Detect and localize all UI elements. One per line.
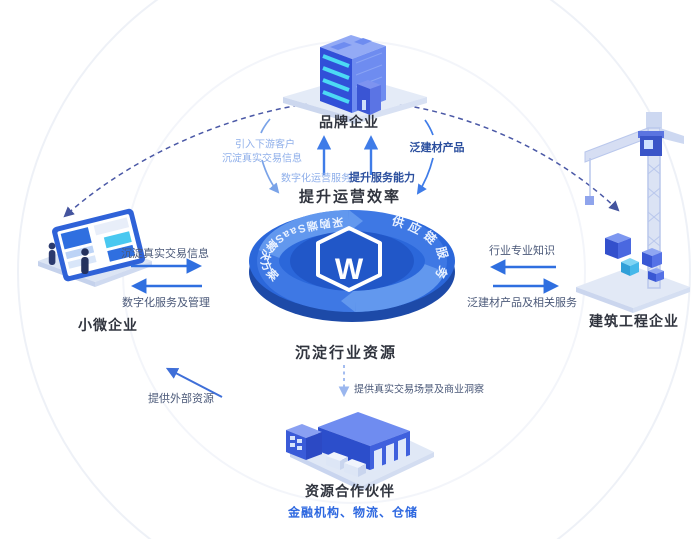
pan-materials-label: 泛建材产品 <box>409 142 465 154</box>
industry-resource-heading: 沉淀行业资源 <box>294 344 398 362</box>
small-micro-tablet-illustration <box>38 208 152 287</box>
left-exchange-arrows <box>130 258 203 294</box>
partner-label: 资源合作伙伴 <box>305 483 395 499</box>
external-resource-arrow <box>165 367 223 398</box>
brand-up-arrows <box>316 135 379 175</box>
right-to-center-label: 行业专业知识 <box>489 245 555 257</box>
left-to-center-label: 沉淀真实交易信息 <box>121 248 209 260</box>
brand-building-illustration <box>283 35 427 124</box>
partner-subtitle: 金融机构、物流、仓储 <box>287 505 419 520</box>
small-micro-label: 小微企业 <box>78 317 138 333</box>
construction-crane-illustration <box>576 112 690 313</box>
digital-ops-label: 数字化运营服务 <box>281 173 351 185</box>
deposit-transactions-label: 沉淀真实交易信息 <box>222 153 302 165</box>
construction-label: 建筑工程企业 <box>589 313 679 329</box>
external-resource-label: 提供外部资源 <box>148 393 214 405</box>
dashed-network-arc <box>63 99 620 218</box>
left-from-center-label: 数字化服务及管理 <box>122 297 210 309</box>
efficiency-heading: 提升运营效率 <box>298 188 402 206</box>
right-exchange-arrows <box>489 259 560 294</box>
improve-service-label: 提升服务能力 <box>349 172 415 184</box>
intro-customers-label: 引入下游客户 <box>235 139 295 151</box>
partner-warehouse-illustration <box>286 412 434 491</box>
brand-enterprise-label: 品牌企业 <box>319 114 379 130</box>
insight-label: 提供真实交易场景及商业洞察 <box>354 384 484 396</box>
brand-right-curve-arrow <box>416 119 434 195</box>
platform-logo: W <box>316 226 382 292</box>
right-from-center-label: 泛建材产品及相关服务 <box>467 297 577 309</box>
logo-letter: W <box>335 253 364 286</box>
brand-left-curve-arrow <box>260 118 280 194</box>
platform-disc: W 采购端SaaS解决方案 供应链服务 <box>249 210 455 322</box>
